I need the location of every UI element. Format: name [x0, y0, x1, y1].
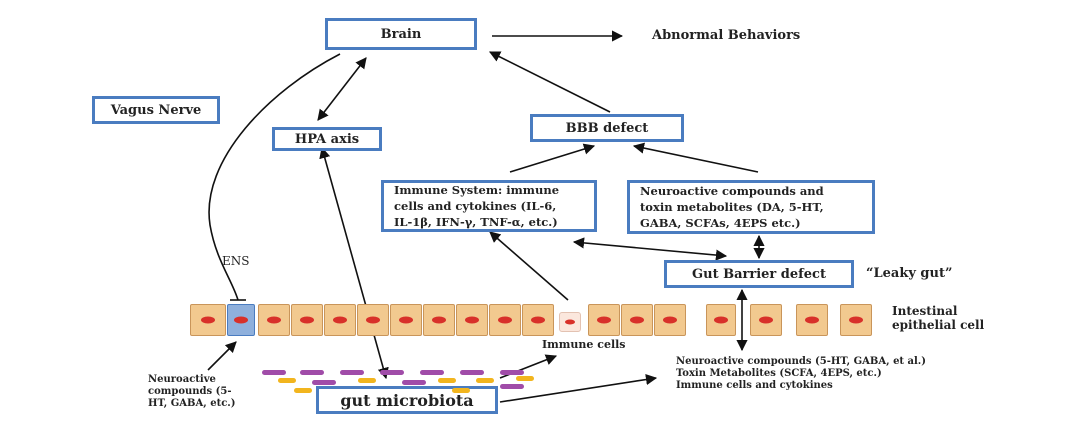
arrow-immune-gut-barrier: [572, 237, 728, 261]
nucleus: [267, 316, 281, 324]
nucleus: [714, 316, 728, 324]
epithelial-cell: [324, 304, 356, 336]
epithelial-cell: [750, 304, 782, 336]
microbe: [278, 378, 296, 383]
nucleus: [498, 316, 512, 324]
epithelial-line-2: epithelial cell: [892, 318, 985, 332]
epithelial-cell: [390, 304, 422, 336]
bottom-right-line-1: Neuroactive compounds (5-HT, GABA, et al…: [676, 356, 927, 367]
microbe: [380, 370, 404, 375]
nucleus: [465, 316, 479, 324]
microbe: [340, 370, 364, 375]
microbe: [262, 370, 286, 375]
microbe: [358, 378, 376, 383]
neuroactive-compounds-left-label: Neuroactive compounds (5- HT, GABA, etc.…: [148, 374, 236, 410]
neuroactive-box: Neuroactive compounds and toxin metaboli…: [627, 180, 875, 234]
nucleus: [201, 316, 215, 324]
gut-microbiota-box: gut microbiota: [316, 386, 498, 414]
neuro-line-1: Neuroactive compounds and: [640, 184, 824, 198]
epithelial-cell: [654, 304, 686, 336]
brain-box: Brain: [325, 18, 477, 50]
arrow-compounds-to-cell: [207, 341, 237, 371]
nucleus: [432, 316, 446, 324]
bottom-right-line-3: Immune cells and cytokines: [676, 380, 833, 391]
nucleus: [597, 316, 611, 324]
microbe: [294, 388, 312, 393]
epithelial-cell: [522, 304, 554, 336]
leaky-gut-label: “Leaky gut”: [866, 266, 953, 281]
microbe: [312, 380, 336, 385]
arrow-microbiota-to-right: [499, 373, 658, 403]
neuro-left-line-1: Neuroactive: [148, 374, 216, 385]
neuro-line-2: toxin metabolites (DA, 5-HT,: [640, 200, 824, 214]
nucleus: [300, 316, 314, 324]
epithelial-cell: [706, 304, 736, 336]
epithelial-cell: [796, 304, 828, 336]
microbe: [516, 376, 534, 381]
nucleus: [663, 316, 677, 324]
arrow-microbiota-hpa: [319, 146, 389, 380]
nucleus: [366, 316, 380, 324]
ens-label: ENS: [222, 254, 250, 268]
bottom-right-line-2: Toxin Metabolites (SCFA, 4EPS, etc.): [676, 368, 882, 379]
neuro-line-3: GABA, SCFAs, 4EPS etc.): [640, 216, 801, 230]
epithelial-cell: [621, 304, 653, 336]
immune-line-2: cells and cytokines (IL-6,: [394, 199, 557, 213]
nucleus: [849, 316, 863, 324]
immune-line-3: IL-1β, IFN-γ, TNF-α, etc.): [394, 215, 558, 229]
microbe: [300, 370, 324, 375]
nucleus: [234, 316, 248, 324]
nucleus: [565, 319, 575, 325]
microbe: [452, 388, 470, 393]
microbe: [402, 380, 426, 385]
epithelial-cell: [258, 304, 290, 336]
bbb-defect-box: BBB defect: [530, 114, 684, 142]
microbe: [438, 378, 456, 383]
epithelial-label: Intestinal epithelial cell: [892, 304, 984, 332]
epithelial-cell: [489, 304, 521, 336]
epithelial-line-1: Intestinal: [892, 304, 958, 318]
epithelial-cell: [423, 304, 455, 336]
abnormal-behaviors-label: Abnormal Behaviors: [652, 28, 801, 43]
immune-line-1: Immune System: immune: [394, 183, 560, 197]
arrow-brain-hpa: [317, 57, 367, 121]
epithelial-cell: [291, 304, 323, 336]
microbe: [500, 370, 524, 375]
gut-barrier-box: Gut Barrier defect: [664, 260, 854, 288]
epithelial-cell: [840, 304, 872, 336]
nucleus: [759, 316, 773, 324]
microbe: [476, 378, 494, 383]
nucleus: [399, 316, 413, 324]
microbe: [460, 370, 484, 375]
nucleus: [805, 316, 819, 324]
epithelial-cell: [456, 304, 488, 336]
bottom-right-label: Neuroactive compounds (5-HT, GABA, et al…: [676, 356, 926, 392]
vagus-nerve-path: [208, 53, 341, 301]
neuro-left-line-2: compounds (5-: [148, 386, 232, 397]
epithelial-cell: [190, 304, 226, 336]
arrow-immune-to-bbb: [509, 143, 596, 173]
epithelial-cell: [357, 304, 389, 336]
nucleus: [531, 316, 545, 324]
microbe: [500, 384, 524, 389]
immune-cells-label: Immune cells: [542, 338, 626, 351]
nucleus: [630, 316, 644, 324]
epithelial-cell: [588, 304, 620, 336]
nucleus: [333, 316, 347, 324]
vagus-nerve-box: Vagus Nerve: [92, 96, 220, 124]
hpa-axis-box: HPA axis: [272, 127, 382, 151]
arrow-neuro-to-bbb: [632, 142, 759, 173]
arrow-immune-cells-to-immune: [489, 231, 569, 301]
neuro-left-line-3: HT, GABA, etc.): [148, 398, 236, 409]
microbe: [420, 370, 444, 375]
immune-system-box: Immune System: immune cells and cytokine…: [381, 180, 597, 232]
arrow-bbb-to-brain: [488, 51, 611, 113]
immune-cell: [559, 312, 581, 332]
enteroendocrine-cell: [227, 304, 255, 336]
